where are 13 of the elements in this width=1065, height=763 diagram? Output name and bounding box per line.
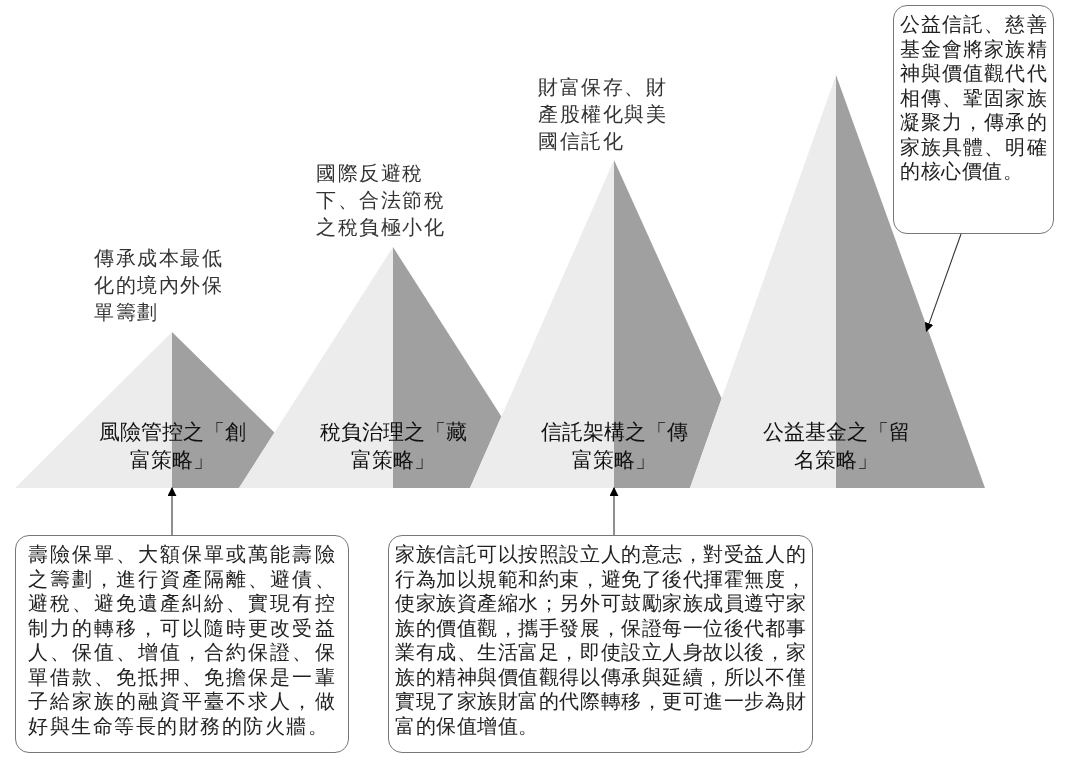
summary-text: 財富保存、財產股權化與美國信託化 xyxy=(538,74,668,155)
pyramid-label: 公益基金之「留名策略」 xyxy=(761,419,911,474)
note-box: 家族信託可以按照設立人的意志，對受益人的行為加以規範和約束，避免了後代揮霍無度，使家族資產縮水；另外可鼓勵家族成員遵守家族的價值觀，攜手發展，保證每一位後代都事業有成、生活富足，即使設立人身故以後，家族的精神與價值觀得以傳承與延續，所以不僅實現了家族財富的代際轉移，更可進一步為財富的保值增值。 xyxy=(388,535,813,753)
pyramid-label: 信託架構之「傳富策略」 xyxy=(539,419,689,474)
note-box: 公益信託、慈善基金會將家族精神與價值觀代代相傳、鞏固家族凝聚力，傳承的家族具體、明確的核心價值。 xyxy=(893,5,1054,234)
note-box: 壽險保單、大額保單或萬能壽險之籌劃，進行資產隔離、避債、避稅、避免遺產糾紛、實現有控制力的轉移，可以隨時更改受益人、保值、增值，合約保證、保單借款、免抵押、免擔保是一輩子給家族的融資平臺不求人，做好與生命等長的財務的防火牆。 xyxy=(15,535,349,753)
summary-text: 傳承成本最低化的境內外保單籌劃 xyxy=(94,245,224,326)
arrow xyxy=(167,487,177,536)
arrow xyxy=(609,487,619,536)
summary-text: 國際反避稅下、合法節稅之稅負極小化 xyxy=(316,160,446,241)
arrow xyxy=(924,233,962,332)
pyramid-label: 稅負治理之「藏富策略」 xyxy=(318,419,468,474)
pyramid-label: 風險管控之「創富策略」 xyxy=(97,419,247,474)
